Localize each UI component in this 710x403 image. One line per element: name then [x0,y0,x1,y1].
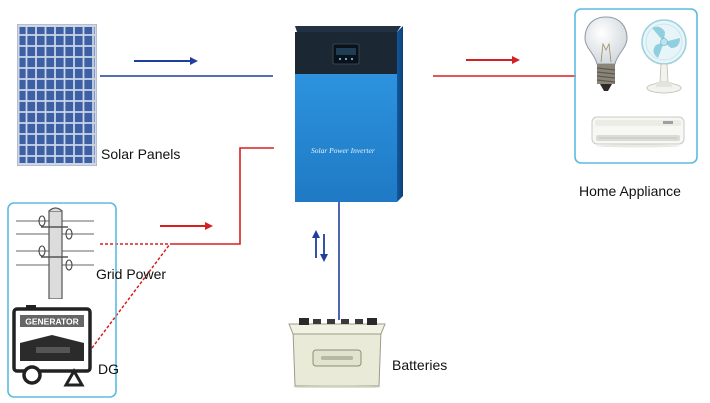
home-appliance-label: Home Appliance [579,183,681,199]
appliance-box [574,8,698,164]
generator-icon: GENERATOR [12,305,92,387]
inverter-icon [295,26,403,202]
battery-down-arrowhead [320,254,328,262]
battery-icon [288,318,386,388]
battery-up-arrowhead [312,230,320,238]
solar-panel-icon [17,24,97,166]
appliance-flow-arrowhead [512,56,520,64]
inverter-label: Solar Power Inverter [311,146,375,155]
solar-panels-label: Solar Panels [101,146,181,162]
grid-power-label: Grid Power [96,266,167,282]
solar-flow-arrowhead [190,57,198,65]
grid-flow-arrowhead [205,222,213,230]
grid-box [7,202,117,398]
generator-plate-text: GENERATOR [25,317,79,327]
desk-fan-icon [641,19,687,94]
air-conditioner-icon [591,116,685,148]
generator-dashed-line [91,243,171,349]
grid-to-inverter-line [170,147,274,245]
batteries-label: Batteries [392,357,448,373]
light-bulb-icon [584,16,628,91]
utility-pole-icon [16,207,94,299]
dg-label: DG [98,361,119,377]
